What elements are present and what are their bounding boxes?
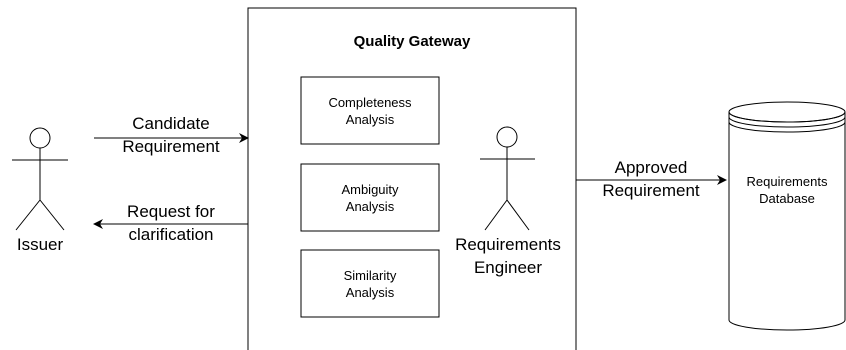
issuer-label: Issuer [16,235,64,254]
requirements-engineer-label: Requirements Engineer [455,235,561,277]
requirements-database-icon [728,101,846,331]
completeness-analysis-label: Completeness Analysis [328,94,412,127]
similarity-analysis-label: Similarity Analysis [343,267,397,300]
clarification-label: Request for clarification [127,202,215,244]
quality-gateway-title: Quality Gateway [353,33,471,50]
requirements-database-label: Requirements Database [746,174,828,206]
approved-requirement-label: Approved Requirement [602,158,700,200]
ambiguity-analysis-box [300,163,440,232]
completeness-analysis-box [300,76,440,145]
candidate-requirement-label: Candidate Requirement [122,114,220,156]
ambiguity-analysis-label: Ambiguity Analysis [341,181,399,214]
issuer-actor-icon [12,127,68,231]
engineer-actor-icon [480,126,535,231]
similarity-analysis-box [300,249,440,318]
